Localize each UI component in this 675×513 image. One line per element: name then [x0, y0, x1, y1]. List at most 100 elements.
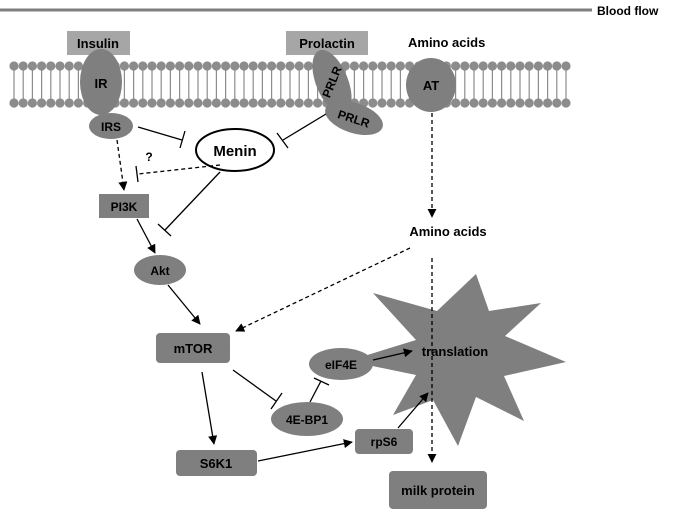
- translation-label: translation: [422, 344, 489, 359]
- lipid-head: [37, 61, 47, 71]
- mtor-label: mTOR: [174, 341, 213, 356]
- lipid-head: [73, 98, 83, 108]
- lipid-head: [55, 98, 65, 108]
- insulin-label: Insulin: [77, 36, 119, 51]
- lipid-head: [202, 98, 212, 108]
- lipid-head: [303, 61, 313, 71]
- lipid-head: [119, 61, 129, 71]
- lipid-head: [506, 98, 516, 108]
- at-label: AT: [423, 78, 439, 93]
- lipid-head: [386, 98, 396, 108]
- prolactin-label: Prolactin: [299, 36, 355, 51]
- lipid-head: [395, 61, 405, 71]
- menin-label: Menin: [213, 143, 256, 160]
- lipid-head: [515, 61, 525, 71]
- lipid-head: [359, 61, 369, 71]
- lipid-head: [469, 98, 479, 108]
- prlr-inhibits-menin-bar: [276, 132, 289, 149]
- at-receptor: [406, 58, 456, 112]
- lipid-head: [230, 61, 240, 71]
- lipid-head: [202, 61, 212, 71]
- lipid-head: [129, 61, 139, 71]
- lipid-head: [451, 61, 461, 71]
- lipid-head: [497, 98, 507, 108]
- question-mark: ?: [145, 150, 152, 164]
- lipid-head: [18, 61, 28, 71]
- prlr-lower-receptor: [325, 100, 383, 136]
- lipid-head: [147, 61, 157, 71]
- s6k1-node: [176, 450, 257, 476]
- lipid-head: [460, 61, 470, 71]
- lipid-head: [55, 61, 65, 71]
- irs-label: IRS: [101, 120, 121, 134]
- blood-flow-label: Blood flow: [597, 4, 659, 18]
- lipid-head: [239, 98, 249, 108]
- eif4e-label: eIF4E: [325, 358, 357, 372]
- menin-inhibits-pi3k-bar: [135, 165, 139, 183]
- lipid-head: [276, 61, 286, 71]
- menin-inhibits-pi3k-dashed: [137, 164, 221, 175]
- lipid-head: [147, 98, 157, 108]
- lipid-head: [285, 98, 295, 108]
- 4ebp1-inhibits-eif4e-bar: [313, 377, 330, 386]
- lipid-head: [73, 61, 83, 71]
- lipid-head: [221, 98, 231, 108]
- 4ebp1-node: [271, 402, 343, 436]
- lipid-head: [478, 61, 488, 71]
- lipid-head: [64, 61, 74, 71]
- lipid-head: [515, 98, 525, 108]
- lipid-head: [37, 98, 47, 108]
- menin-node: [195, 128, 275, 172]
- lipid-head: [377, 61, 387, 71]
- lipid-head: [239, 61, 249, 71]
- akt-node: [134, 255, 186, 285]
- prlr-inhibits-menin: [282, 113, 327, 141]
- lipid-head: [119, 98, 129, 108]
- akt-label: Akt: [150, 264, 169, 278]
- lipid-head: [552, 98, 562, 108]
- lipid-head: [211, 61, 221, 71]
- lipid-head: [248, 61, 258, 71]
- s6k1-to-rps6-arrow: [257, 439, 353, 462]
- prolactin-box: [286, 31, 368, 55]
- lipid-head: [184, 61, 194, 71]
- lipid-head: [156, 61, 166, 71]
- lipid-head: [257, 61, 267, 71]
- lipid-head: [267, 98, 277, 108]
- lipid-head: [165, 61, 175, 71]
- lipid-head: [156, 98, 166, 108]
- lipid-head: [165, 98, 175, 108]
- translation-starburst: [348, 274, 566, 446]
- eif4e-to-translation-arrow: [372, 348, 413, 361]
- lipid-head: [395, 98, 405, 108]
- mtor-node: [156, 333, 230, 363]
- rps6-label: rpS6: [371, 435, 398, 449]
- lipid-head: [138, 61, 148, 71]
- lipid-head: [368, 61, 378, 71]
- lipid-head: [386, 61, 396, 71]
- lipid-head: [460, 98, 470, 108]
- lipid-head: [487, 61, 497, 71]
- lipid-head: [184, 98, 194, 108]
- lipid-head: [368, 98, 378, 108]
- lipid-head: [349, 61, 359, 71]
- irs-to-pi3k-arrow: [116, 139, 128, 191]
- lipid-head: [561, 61, 571, 71]
- irs-inhibits-menin: [137, 126, 183, 141]
- lipid-head: [506, 61, 516, 71]
- pi3k-node: [99, 194, 149, 218]
- lipid-head: [533, 61, 544, 71]
- lipid-head: [497, 61, 507, 71]
- lipid-head: [524, 61, 534, 71]
- amino-acids-mid-label: Amino acids: [409, 224, 486, 239]
- lipid-head: [46, 98, 56, 108]
- lipid-head: [552, 61, 562, 71]
- lipid-head: [193, 98, 203, 108]
- lipid-head: [175, 98, 185, 108]
- lipid-head: [221, 61, 231, 71]
- lipid-head: [478, 98, 488, 108]
- lipid-head: [18, 98, 28, 108]
- lipid-head: [129, 98, 139, 108]
- ir-label: IR: [95, 76, 109, 91]
